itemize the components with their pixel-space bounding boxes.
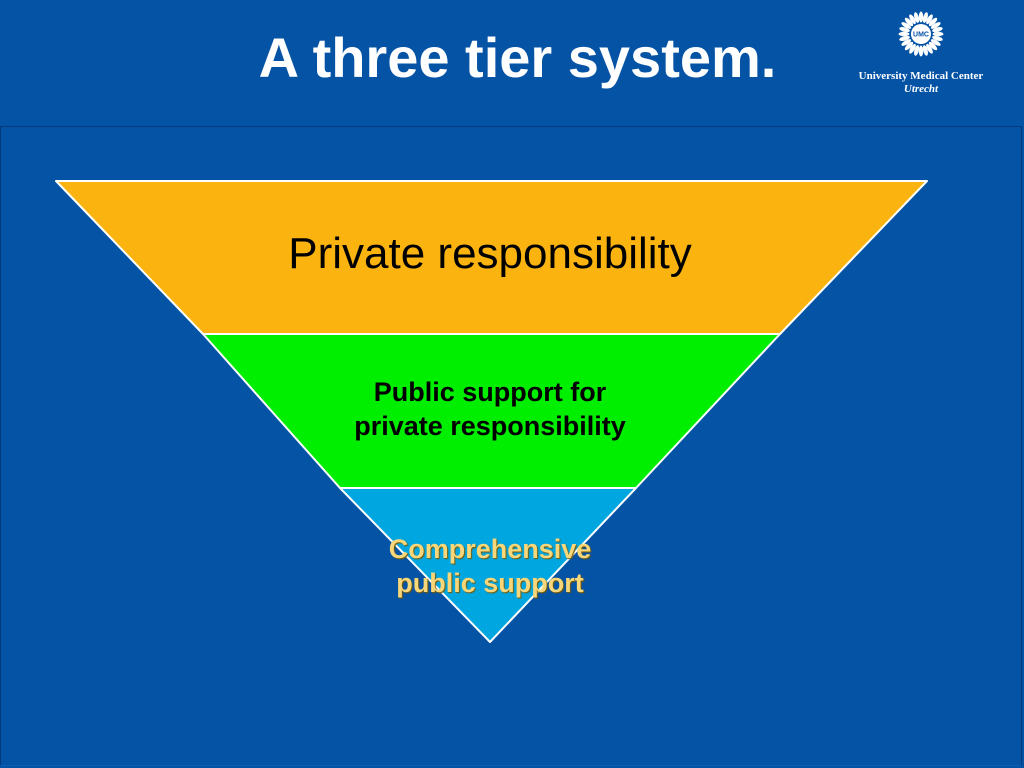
logo-petal <box>914 12 920 23</box>
logo-petal <box>926 43 933 54</box>
logo-petal <box>901 22 912 29</box>
logo-petal <box>899 35 910 41</box>
logo-petal <box>928 41 938 51</box>
logo-petal <box>928 17 938 27</box>
logo-petal <box>904 41 914 51</box>
logo-monogram: UMC <box>913 32 929 39</box>
tier-3-band <box>339 487 637 643</box>
logo-petal <box>922 45 928 56</box>
logo-petal <box>930 22 941 29</box>
tier-2-line-2: private responsibility <box>354 411 626 441</box>
logo-petal <box>909 14 916 25</box>
tier-1-label: Private responsibility <box>240 229 740 278</box>
logo-petal <box>932 31 944 37</box>
logo-petal <box>901 39 912 46</box>
logo-petal <box>909 43 916 54</box>
tier-3-label: Comprehensive public support <box>330 532 650 600</box>
logo-petal <box>918 45 924 57</box>
tier-2-line-1: Public support for <box>373 377 607 407</box>
slide-title: A three tier system. <box>258 26 777 89</box>
tier-1-line-1: Private responsibility <box>288 229 692 278</box>
umc-logo: UMC University Medical Center Utrecht <box>846 10 996 110</box>
logo-city: Utrecht <box>903 83 939 95</box>
sunflower-logo-icon: UMC <box>898 11 944 57</box>
content-frame <box>0 126 1022 766</box>
logo-petal <box>918 11 924 23</box>
logo-petal <box>898 31 910 37</box>
tier-3-line-1: Comprehensive <box>388 534 592 564</box>
logo-organization: University Medical Center <box>858 70 984 82</box>
tier-3-line-2: public support <box>396 568 584 598</box>
tier-2-label: Public support for private responsibilit… <box>290 375 690 443</box>
logo-petal <box>932 27 943 33</box>
logo-petal <box>926 14 933 25</box>
logo-petal <box>930 39 941 46</box>
logo-petal <box>904 17 914 27</box>
